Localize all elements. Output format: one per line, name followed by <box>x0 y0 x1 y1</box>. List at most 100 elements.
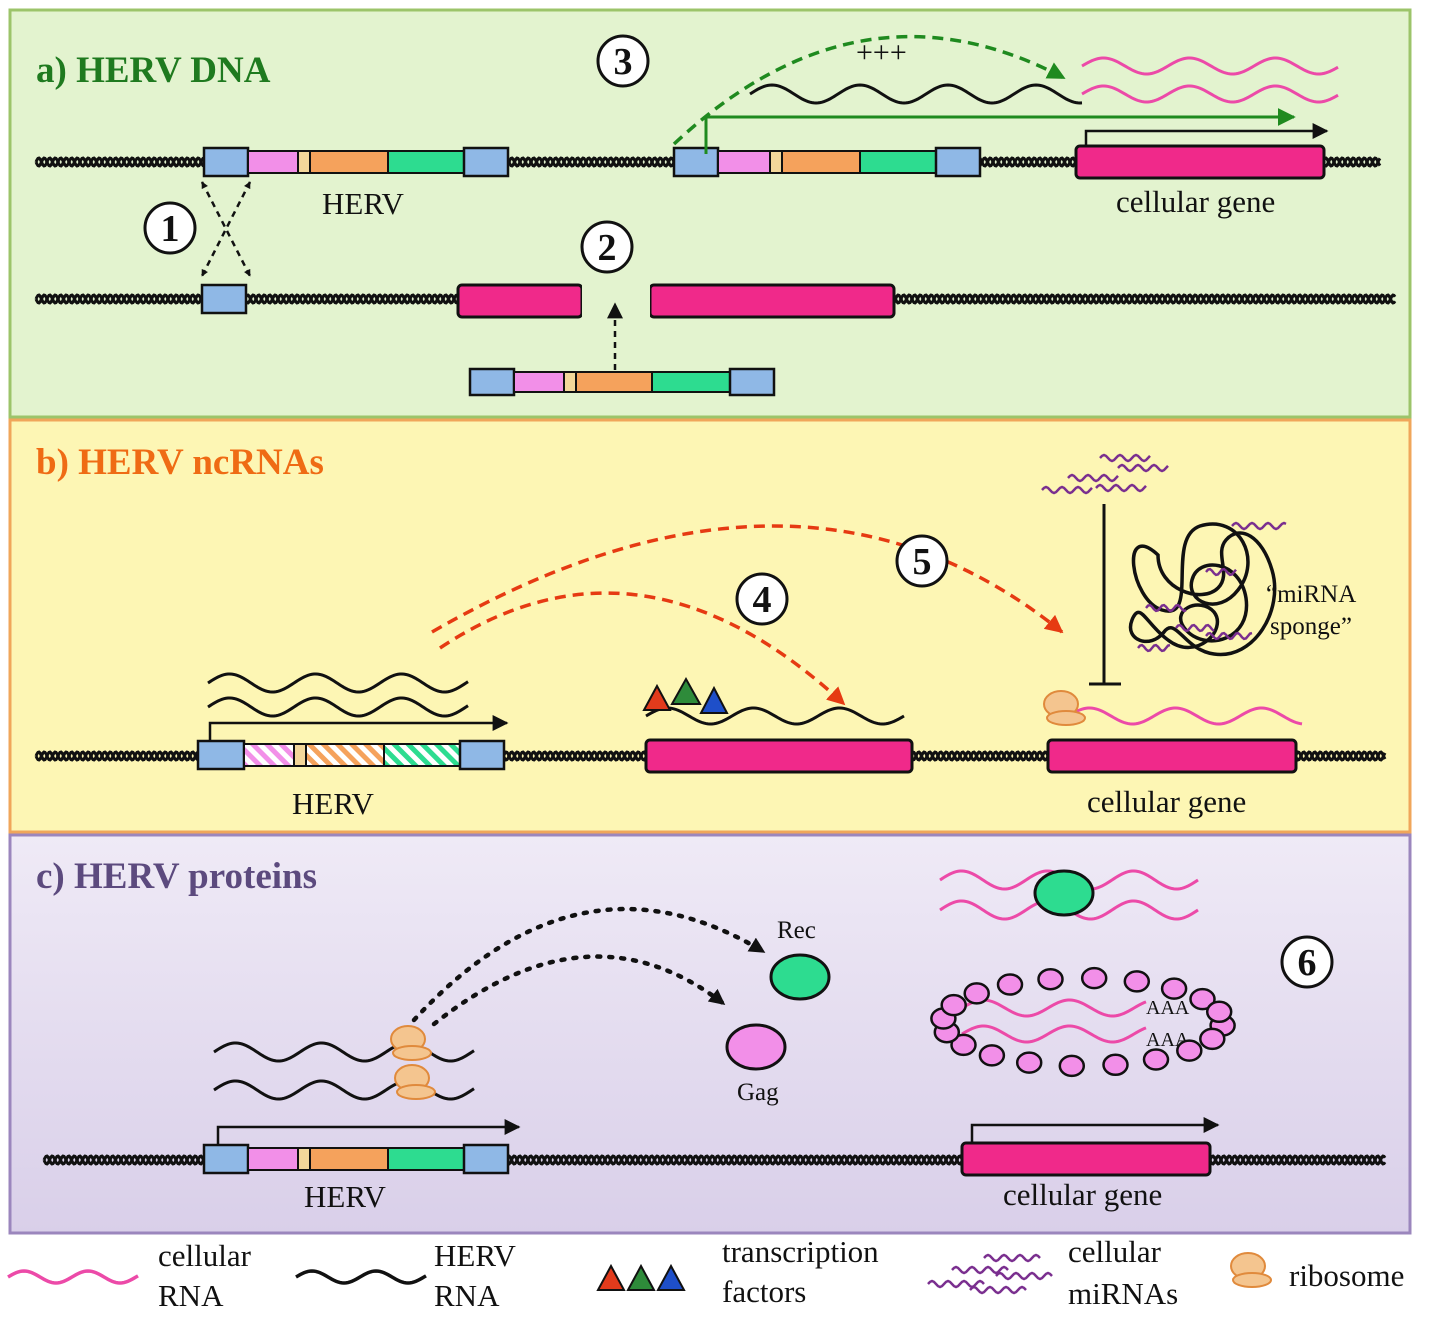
ribosome-icon <box>1230 1252 1272 1288</box>
legend-herv-rna-icon <box>295 1269 427 1285</box>
rec-protein <box>769 953 831 1001</box>
trans-regulation-arrow-4 <box>439 591 846 706</box>
ltr-right <box>458 739 506 771</box>
legend-herv-rna: HERV RNA <box>295 1238 517 1313</box>
upregulation-label: +++ <box>856 36 907 69</box>
svg-text:1: 1 <box>161 208 180 250</box>
herv-element-a1 <box>202 146 510 178</box>
step-5-marker: 5 <box>895 534 949 588</box>
legend-tf-label-2: factors <box>722 1274 806 1309</box>
pol-gene <box>575 371 653 393</box>
gag-gene <box>247 150 299 174</box>
gag-bead <box>1199 1027 1226 1051</box>
polya-label-1: AAA <box>1146 997 1190 1019</box>
ribosome-c2 <box>394 1064 436 1100</box>
ltr-left <box>202 1143 250 1175</box>
rec-rna-complex <box>1033 869 1095 917</box>
svg-text:6: 6 <box>1298 942 1317 984</box>
ring-rna-2 <box>961 1024 1147 1044</box>
pro-gene <box>297 150 311 174</box>
gag-protein <box>725 1023 787 1071</box>
legend-mirna-icon <box>927 1253 1053 1295</box>
pro-gene <box>293 743 307 767</box>
legend-ribosome: ribosome <box>1230 1252 1404 1293</box>
gag-bead <box>1176 1039 1203 1062</box>
gag-bead <box>950 1033 977 1057</box>
enhancer-arrow <box>672 34 1066 146</box>
herv-label-b: HERV <box>292 786 375 821</box>
panel-a: a) HERV DNA HERV cellular gene <box>8 8 1412 419</box>
ltr-left <box>196 739 246 771</box>
legend-tf-red-icon <box>596 1263 626 1291</box>
legend-ribosome-label: ribosome <box>1289 1258 1404 1293</box>
legend-cellular-mirnas: cellular miRNAs <box>927 1234 1178 1311</box>
svg-text:4: 4 <box>753 579 772 621</box>
disrupted-gene-right <box>648 283 896 319</box>
env-gene-hatched <box>383 743 461 767</box>
ribosome-c1 <box>390 1025 432 1061</box>
disrupted-gene-left <box>456 283 584 319</box>
step-6-marker: 6 <box>1280 935 1334 989</box>
pol-gene-hatched <box>305 743 385 767</box>
cellular-gene-b <box>1046 738 1298 774</box>
gag-gene <box>247 1147 299 1171</box>
herv-transcription-arrow-c <box>216 1119 521 1145</box>
translation-arrow-gag <box>431 954 727 1027</box>
chromosome-a2-left <box>34 293 462 305</box>
svg-text:2: 2 <box>598 227 617 269</box>
legend-herv-rna-label-1: HERV <box>434 1238 517 1273</box>
cellular-rna-a1 <box>1081 56 1339 76</box>
cellular-gene-label-b: cellular gene <box>1087 784 1246 819</box>
pro-gene <box>769 150 783 174</box>
panel-c: c) HERV proteins HERV Rec Gag <box>8 833 1412 1235</box>
env-gene <box>859 150 937 174</box>
ltr-right <box>462 146 510 178</box>
legend-tf-blue-icon <box>656 1263 686 1291</box>
gag-bead <box>1015 1051 1043 1074</box>
mirna-sponge <box>1128 521 1287 657</box>
herv-ncrna-b2 <box>207 696 469 718</box>
herv-element-a2 <box>672 146 982 178</box>
legend-cellular-rna-label-1: cellular <box>158 1238 252 1273</box>
cellular-rna-a2 <box>1081 84 1339 104</box>
herv-label-c: HERV <box>304 1179 387 1214</box>
herv-rna-a <box>749 83 1083 105</box>
step-3-marker: 3 <box>596 34 650 88</box>
ltr-right <box>934 146 982 178</box>
legend-mirna-label-2: miRNAs <box>1068 1276 1178 1311</box>
translation-arrow-rec <box>411 906 767 1023</box>
gag-bead <box>1037 967 1064 991</box>
transcription-factor-green <box>670 676 702 705</box>
gag-label: Gag <box>737 1079 779 1106</box>
legend-tf-label-1: transcription <box>722 1234 879 1269</box>
legend-transcription-factors: transcription factors <box>596 1234 879 1309</box>
herv-ncrna-b1 <box>207 672 469 694</box>
gag-gene <box>513 371 565 393</box>
gag-bead <box>1205 1000 1233 1024</box>
gag-bead <box>1080 966 1108 990</box>
cellular-gene-label-c: cellular gene <box>1003 1177 1162 1212</box>
pol-gene <box>781 150 861 174</box>
transcription-factor-blue <box>699 685 729 714</box>
env-gene <box>651 371 731 393</box>
panel-b: b) HERV ncRNAs HERV 4 5 <box>8 418 1412 834</box>
herv-label-a: HERV <box>322 186 405 221</box>
transcription-factor-red <box>642 683 672 711</box>
gag-ring-complex: AAA AAA <box>930 966 1236 1078</box>
legend-cellular-rna-icon <box>7 1269 139 1285</box>
gag-bead <box>1142 1048 1170 1071</box>
rec-label: Rec <box>777 917 816 944</box>
solo-ltr <box>200 283 248 315</box>
gene-transcription-arrow-a <box>1084 123 1329 146</box>
sponge-label-line2: sponge” <box>1270 613 1352 640</box>
gene-transcription-arrow-c <box>970 1117 1220 1143</box>
ring-rna-1 <box>961 998 1147 1018</box>
legend-cellular-rna-label-2: RNA <box>158 1278 224 1313</box>
gag-bead <box>1189 987 1216 1011</box>
gag-bead <box>963 982 990 1005</box>
legend-cellular-rna: cellular RNA <box>7 1238 252 1313</box>
gag-bead-group <box>930 966 1236 1078</box>
step-1-marker: 1 <box>143 201 197 255</box>
ribosome-b <box>1043 690 1086 726</box>
